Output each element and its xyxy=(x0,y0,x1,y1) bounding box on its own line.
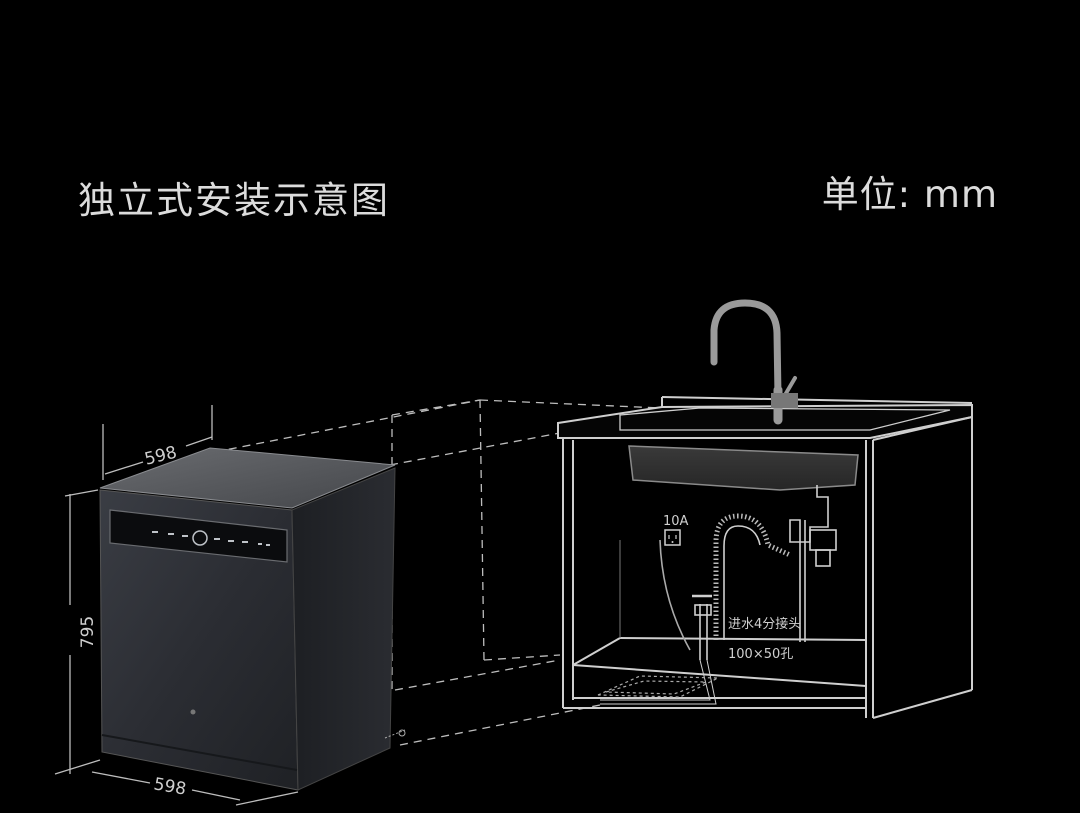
drain-hose-icon xyxy=(713,513,792,640)
drain-trap xyxy=(809,529,837,551)
control-panel xyxy=(109,509,288,563)
power-socket-icon xyxy=(664,529,681,546)
socket-label: 10A xyxy=(663,514,689,529)
floor-hole xyxy=(597,675,719,698)
faucet xyxy=(710,299,798,425)
sink-cabinet xyxy=(557,396,973,719)
sink-basin xyxy=(628,445,859,491)
dishwasher-top xyxy=(99,447,396,509)
dishwasher xyxy=(99,447,396,791)
dishwasher-side xyxy=(291,467,396,791)
dimension-lines xyxy=(54,405,299,806)
floor-marker xyxy=(384,729,406,739)
logo-dot-icon xyxy=(190,709,196,715)
power-knob-icon xyxy=(192,530,208,546)
dim-bottom-width: 598 xyxy=(152,774,187,799)
unit-label: 单位: mm xyxy=(821,173,998,216)
dim-height: 795 xyxy=(78,616,98,648)
page-title: 独立式安装示意图 xyxy=(78,179,390,222)
plumbing xyxy=(600,485,837,705)
hole-label: 100×50孔 xyxy=(728,647,793,662)
inlet-label: 进水4分接头 xyxy=(728,616,801,632)
sink-rim xyxy=(619,407,951,431)
control-buttons xyxy=(152,531,270,546)
